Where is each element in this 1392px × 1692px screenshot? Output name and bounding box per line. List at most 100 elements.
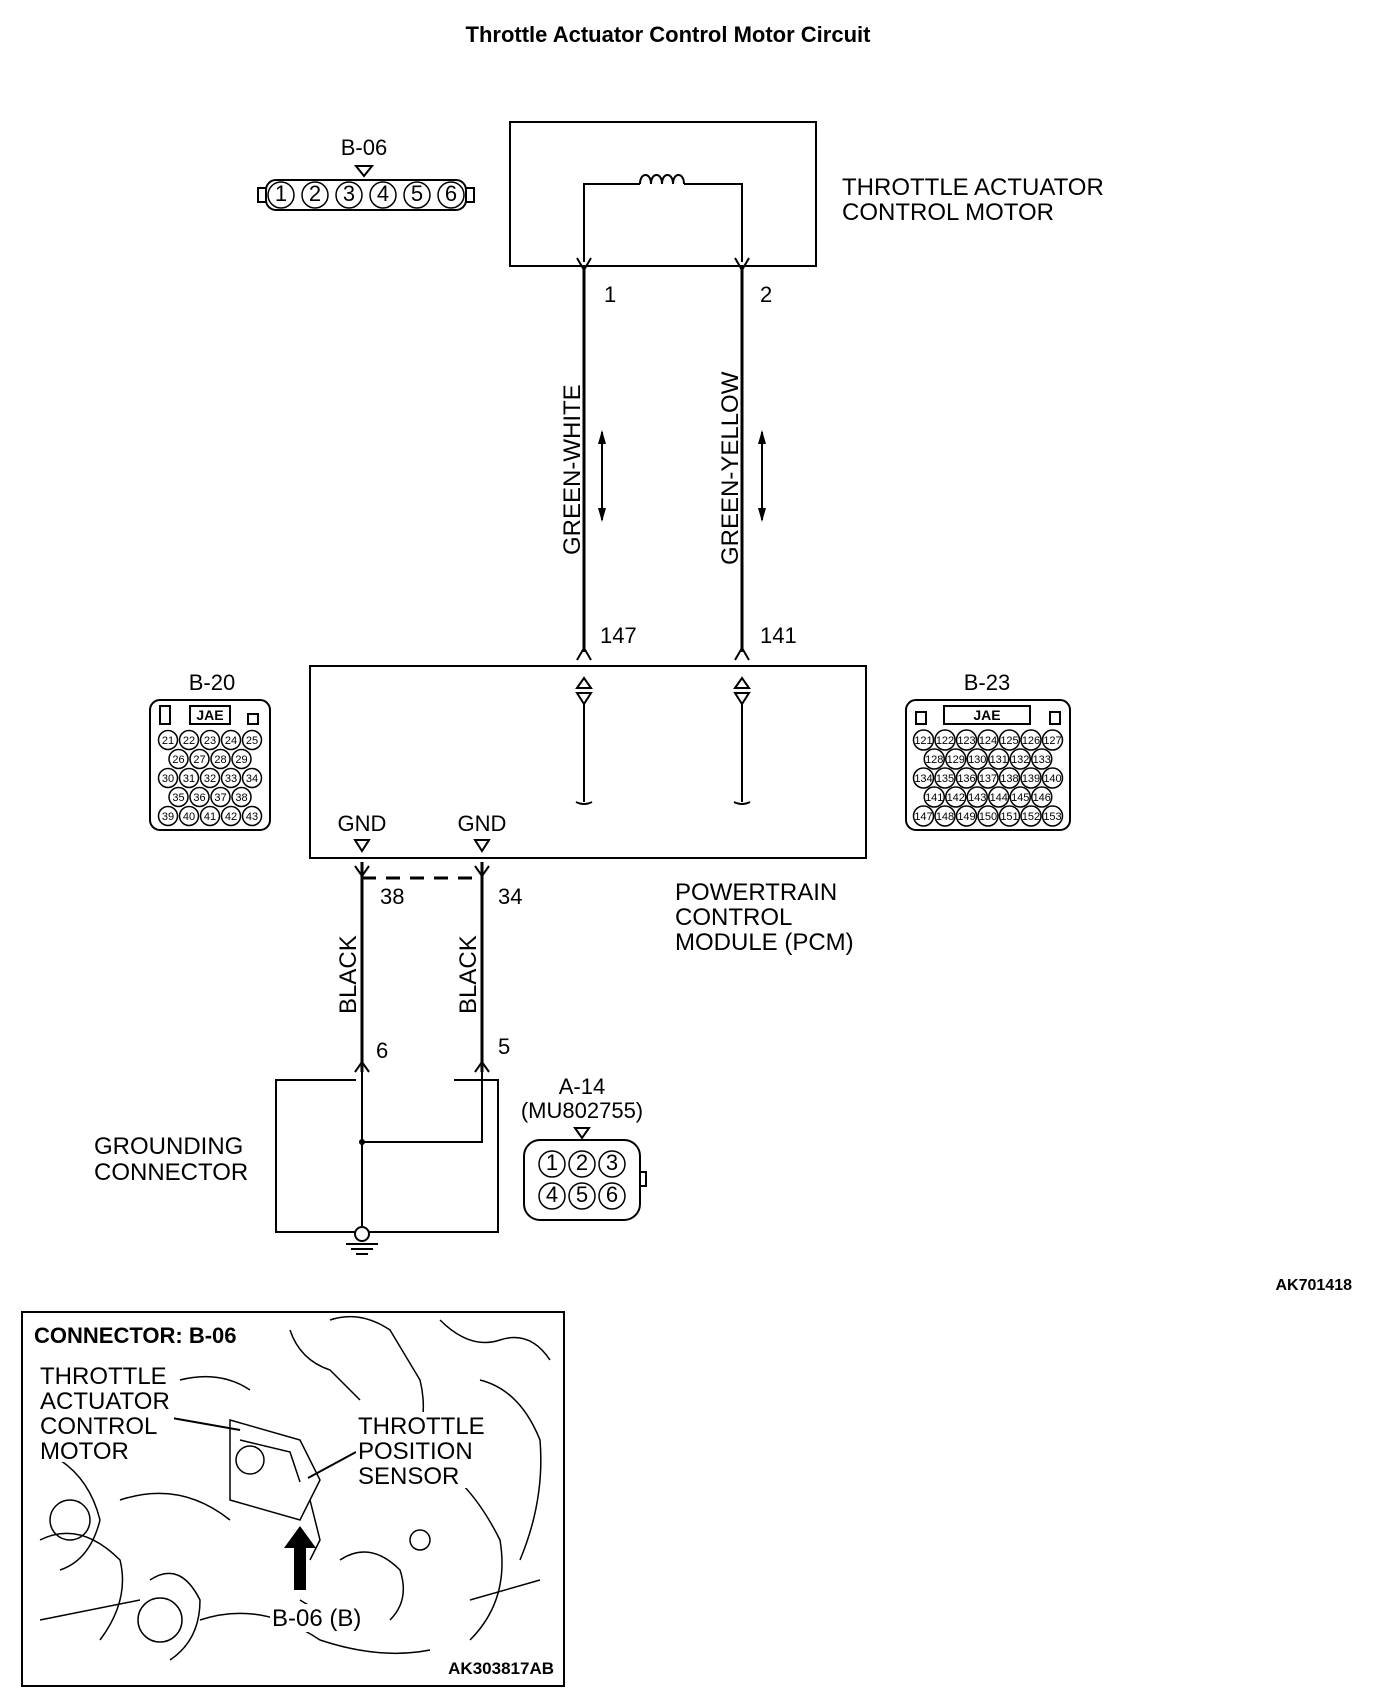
signal-wire-left: 1 147 GREEN-WHITE (559, 257, 637, 661)
connector-b23-pin-label: 121 (914, 735, 932, 747)
connector-b06-name: B-06 (341, 135, 387, 160)
callout-sensor-line1: THROTTLE (358, 1413, 485, 1440)
connector-b23-pin-134 (912, 767, 935, 789)
connector-b20-pin-32 (199, 767, 221, 789)
signal-wire-right: 2 141 GREEN-YELLOW (717, 257, 797, 661)
pcm-gnd-right-icon (473, 839, 491, 853)
connector-b23-pin-132 (1009, 748, 1031, 770)
connector-b20-pin-42 (220, 805, 242, 827)
wire-left-bottom-arrow-icon (576, 646, 592, 661)
pcm-module: GND GND POWERTRAIN CONTROL MODULE (PCM) (309, 665, 867, 956)
wire-color-black-right: BLACK (455, 935, 482, 1014)
connector-a14-pin-4 (538, 1182, 566, 1210)
connector-b06-pin-4 (369, 181, 397, 209)
connector-b23-pin-153 (1041, 805, 1064, 827)
connector-b20-pin-label: 37 (214, 792, 226, 804)
connector-b20-pin-label: 23 (204, 735, 216, 747)
connector-b23-pin-144 (988, 786, 1010, 808)
connector-b20-pin-label: 40 (183, 811, 195, 823)
pcm-box (309, 665, 867, 859)
connector-b20-pin-label: 31 (183, 773, 195, 785)
connector-b23-pin-label: 151 (1000, 811, 1018, 823)
connector-b23-pin-128 (923, 748, 945, 770)
motor-pin-1: 1 (604, 282, 616, 307)
connector-b20-pin-22 (178, 729, 200, 751)
motor-pin-2: 2 (760, 282, 772, 307)
connector-b23-pin-141 (923, 786, 945, 808)
pcm-pin-34: 34 (498, 884, 522, 909)
connector-a14-pin-label: 1 (546, 1150, 558, 1175)
connector-b23-pin-147 (912, 805, 935, 827)
connector-b06-pin-label: 4 (377, 181, 389, 206)
connector-b23-pin-143 (966, 786, 988, 808)
motor-label-line2: CONTROL MOTOR (842, 199, 1054, 226)
connector-b20-key-right (247, 713, 259, 725)
connector-a14-pin-1 (538, 1150, 566, 1178)
motor-label-line1: THROTTLE ACTUATOR (842, 174, 1104, 201)
connector-b23-pin-136 (955, 767, 978, 789)
connector-b20-pin-label: 33 (225, 773, 237, 785)
gnd-right-bottom-arrow-icon (474, 1060, 490, 1073)
connector-b06-latch-right (465, 187, 475, 203)
connector-b23-pin-138 (998, 767, 1021, 789)
connector-b23-pin-label: 132 (1011, 754, 1029, 766)
connector-b23-pin-label: 143 (968, 792, 986, 804)
connector-b20-pin-43 (241, 805, 263, 827)
connector-b23-pin-label: 136 (957, 773, 975, 785)
connector-b06-pin-2 (301, 181, 329, 209)
connector-a14-pin-6 (598, 1182, 626, 1210)
grounding-pin-5: 5 (498, 1034, 510, 1059)
connector-b23-pin-label: 149 (957, 811, 975, 823)
connector-b23-key-left (915, 711, 927, 725)
motor-coil-icon (639, 174, 685, 185)
arrow-label-bg (270, 1604, 374, 1632)
pcm-label-line1: POWERTRAIN (675, 879, 837, 906)
ground-terminal (354, 1226, 370, 1242)
grounding-label-line1: GROUNDING (94, 1133, 243, 1160)
connector-a14-pin-label: 6 (606, 1182, 618, 1207)
callout-motor-line4: MOTOR (40, 1438, 129, 1465)
connector-b23-pin-133 (1031, 748, 1053, 770)
connector-a14-name: A-14 (559, 1074, 605, 1099)
grounding-connector: GROUNDING CONNECTOR (94, 1072, 499, 1255)
connector-b20-pin-39 (157, 805, 179, 827)
connector-b20-pin-label: 30 (162, 773, 174, 785)
grounding-connector-box (275, 1079, 499, 1233)
gnd-right-top-arrow-icon (474, 865, 490, 878)
connector-b20-pin-41 (199, 805, 221, 827)
connector-b23-pin-label: 124 (979, 735, 997, 747)
connector-b20-pin-21 (157, 729, 179, 751)
signal-dir-right-up-icon (758, 430, 766, 444)
connector-b20-pin-27 (189, 748, 210, 770)
connector-b20-pin-label: 24 (225, 735, 237, 747)
connector-location-photo: CONNECTOR: B-06 THROTTLE ACTUATOR CONTRO… (21, 1311, 565, 1687)
pcm-gnd-left-icon (353, 839, 371, 853)
signal-dir-right-down-icon (758, 508, 766, 522)
connector-b23-pin-label: 122 (936, 735, 954, 747)
connector-b23-pin-124 (977, 729, 999, 751)
connector-b23-pin-label: 128 (925, 754, 943, 766)
connector-b23-pin-145 (1009, 786, 1031, 808)
connector-b23-pin-137 (977, 767, 999, 789)
connector-b23-pin-148 (934, 805, 956, 827)
connector-a14-latch (639, 1171, 647, 1187)
wire-right-bottom-arrow-icon (734, 646, 750, 661)
connector-b20-pin-label: 34 (246, 773, 258, 785)
connector-b23-pin-label: 146 (1033, 792, 1051, 804)
connector-b20-pin-26 (168, 748, 189, 770)
pcm-pin-141: 141 (760, 623, 797, 648)
callout-motor-line1: THROTTLE (40, 1363, 167, 1390)
connector-b06-pin-5 (403, 181, 431, 209)
wire-color-green-white: GREEN-WHITE (559, 384, 586, 555)
connector-b23-pin-label: 150 (979, 811, 997, 823)
connector-a14-pin-3 (598, 1150, 626, 1178)
connector-b23-pin-121 (912, 729, 935, 751)
connector-a14-pin-2 (568, 1150, 596, 1178)
connector-b23-pin-150 (977, 805, 999, 827)
connector-b23-brand-box (943, 705, 1031, 725)
connector-a14-pointer-icon (573, 1127, 591, 1140)
connector-b23-name: B-23 (964, 670, 1010, 695)
